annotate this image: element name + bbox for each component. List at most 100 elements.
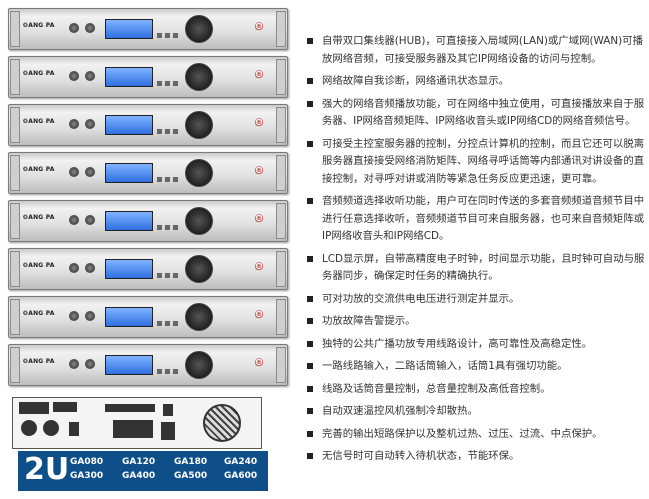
rack-ear-left	[10, 155, 20, 191]
feature-item: 功放故障告警提示。	[303, 313, 645, 331]
front-button	[173, 321, 178, 326]
square-bullet-icon	[307, 100, 313, 107]
model-label: GA600	[224, 471, 258, 481]
feature-text: 自带双口集线器(HUB)，可直接接入局域网(LAN)或广域网(WAN)可播放网络…	[322, 35, 643, 65]
feature-text: 网络故障自我诊断，网络通讯状态显示。	[322, 75, 510, 87]
unit-logo: ❂ANG PA	[23, 262, 55, 269]
volume-knob-icon	[185, 303, 213, 331]
square-bullet-icon	[307, 340, 313, 347]
brand-mark: ⓝ	[255, 118, 263, 127]
feature-item: 线路及话筒音量控制，总音量控制及高低音控制。	[303, 381, 645, 399]
lcd-display	[105, 163, 153, 183]
front-button	[157, 177, 162, 182]
output-terminal-icon	[105, 404, 155, 412]
feature-text: 无信号时可自动转入待机状态，节能环保。	[322, 450, 520, 462]
rack-ear-right	[276, 203, 286, 239]
feature-item: 一路线路输入，二路话筒输入，话筒1具有强切功能。	[303, 358, 645, 376]
small-knob-icon	[69, 119, 79, 129]
square-bullet-icon	[307, 78, 313, 84]
feature-item: 完善的输出短路保护以及整机过热、过压、过流、中点保护。	[303, 426, 645, 444]
rack-ear-left	[10, 11, 20, 47]
small-knob-icon	[85, 311, 95, 321]
model-label: GA500	[174, 471, 208, 481]
volume-knob-icon	[185, 351, 213, 379]
feature-item: 可对功放的交流供电电压进行测定并显示。	[303, 291, 645, 309]
amplifier-unit: ❂ANG PA ⓝ	[8, 8, 288, 50]
fuse-icon	[163, 404, 173, 416]
square-bullet-icon	[307, 198, 313, 204]
volume-knob-icon	[185, 159, 213, 187]
front-button	[165, 273, 170, 278]
small-knob-icon	[85, 167, 95, 177]
front-button	[165, 369, 170, 374]
unit-logo: ❂ANG PA	[23, 118, 55, 125]
lcd-display	[105, 115, 153, 135]
front-button	[173, 33, 178, 38]
feature-text: 自动双速温控风机强制冷却散热。	[322, 405, 478, 417]
lcd-display	[105, 19, 153, 39]
front-button	[157, 33, 162, 38]
square-bullet-icon	[307, 140, 313, 147]
unit-logo: ❂ANG PA	[23, 358, 55, 365]
lcd-display	[105, 307, 153, 327]
front-button	[165, 225, 170, 230]
feature-item: LCD显示屏，自带高精度电子时钟，时间显示功能，且时钟可自动与服务器同步，确保定…	[303, 251, 645, 286]
small-knob-icon	[69, 215, 79, 225]
model-label: GA400	[122, 471, 156, 481]
front-button	[173, 177, 178, 182]
unit-logo: ❂ANG PA	[23, 22, 55, 29]
input-terminal-icon	[53, 402, 77, 412]
volume-knob-icon	[185, 207, 213, 235]
switch-icon	[69, 422, 79, 436]
feature-text: 线路及话筒音量控制，总音量控制及高低音控制。	[322, 382, 551, 395]
amplifier-unit: ❂ANG PA ⓝ	[8, 152, 288, 194]
lcd-display	[105, 211, 153, 231]
brand-mark: ⓝ	[255, 214, 263, 223]
rack-ear-right	[276, 299, 286, 335]
front-button	[173, 369, 178, 374]
volume-knob-icon	[185, 111, 213, 139]
model-label: GA300	[70, 471, 104, 481]
front-button	[157, 225, 162, 230]
rack-ear-right	[276, 155, 286, 191]
small-knob-icon	[85, 263, 95, 273]
small-knob-icon	[69, 23, 79, 33]
brand-mark: ⓝ	[255, 70, 263, 79]
square-bullet-icon	[307, 38, 313, 44]
power-socket-icon	[161, 422, 175, 440]
speaker-terminal-icon	[113, 420, 153, 438]
front-button	[173, 81, 178, 86]
feature-item: 独特的公共广播功放专用线路设计，高可靠性及高稳定性。	[303, 336, 645, 354]
rack-ear-left	[10, 59, 20, 95]
unit-logo: ❂ANG PA	[23, 70, 55, 77]
feature-text: 强大的网络音频播放功能，可在网络中独立使用，可直接播放来自于服务器、IP网络音频…	[322, 97, 645, 128]
small-knob-icon	[85, 359, 95, 369]
rack-ear-right	[276, 11, 286, 47]
lcd-display	[105, 67, 153, 87]
small-knob-icon	[69, 263, 79, 273]
amplifier-unit: ❂ANG PA ⓝ	[8, 104, 288, 146]
small-knob-icon	[85, 119, 95, 129]
rack-ear-right	[276, 347, 286, 383]
feature-text: 一路线路输入，二路话筒输入，话筒1具有强切功能。	[322, 360, 568, 372]
square-bullet-icon	[307, 453, 313, 459]
feature-item: 可接受主控室服务器的控制，分控点计算机的控制，而且它还可以脱离服务器直接接受网络…	[303, 136, 645, 189]
model-label: GA180	[174, 457, 208, 467]
brand-mark: ⓝ	[255, 166, 263, 175]
feature-item: 音频频道选择收听功能，用户可在同时传送的多套音频频道音频节目中进行任意选择收听，…	[303, 193, 645, 246]
front-button	[165, 177, 170, 182]
series-label: 2U	[24, 452, 70, 487]
small-knob-icon	[69, 359, 79, 369]
front-button	[157, 369, 162, 374]
front-button	[157, 273, 162, 278]
lcd-display	[105, 355, 153, 375]
unit-logo: ❂ANG PA	[23, 166, 55, 173]
rack-ear-left	[10, 107, 20, 143]
rear-panel	[12, 397, 262, 449]
front-button	[173, 129, 178, 134]
amplifier-unit: ❂ANG PA ⓝ	[8, 248, 288, 290]
small-knob-icon	[85, 71, 95, 81]
feature-item: 自动双速温控风机强制冷却散热。	[303, 403, 645, 421]
model-label: GA120	[122, 457, 156, 467]
square-bullet-icon	[307, 385, 313, 392]
